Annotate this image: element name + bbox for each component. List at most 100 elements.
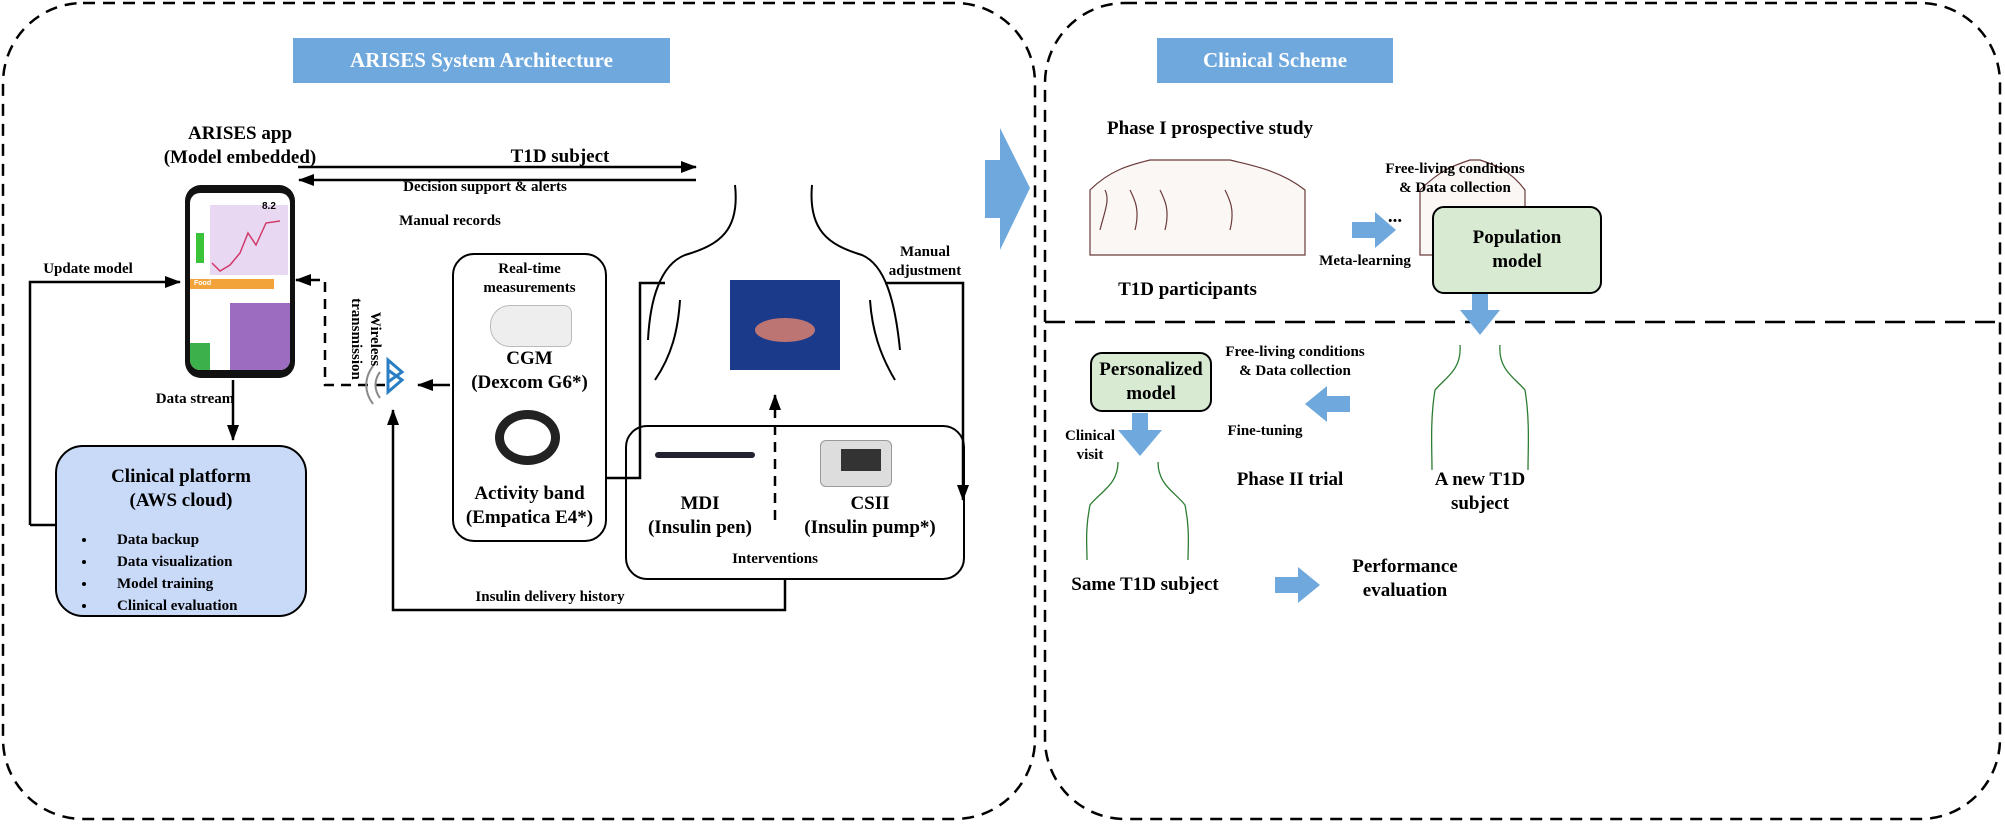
cgm-body-link [605,281,665,480]
glucose-chart [210,205,288,275]
clinical-visit-line: Clinical [1064,428,1115,444]
population-model-box: Population model [1432,206,1602,294]
cgm-line: (Dexcom G6*) [471,372,588,393]
cgm-device-image [490,305,572,347]
realtime-line: measurements [483,280,576,296]
mdi-line: (Insulin pen) [647,517,753,538]
phone-mockup: 8.2 Food [185,185,295,378]
update-model-arrow [28,276,181,525]
csii-label: CSII (Insulin pump*) [795,492,945,540]
app-label-line: ARISES app [187,123,293,144]
platform-item: Model training [97,573,305,595]
activity-band-image [495,410,560,465]
same-subject-body [1085,461,1190,561]
platform-title-line: Clinical platform [111,466,251,487]
insulin-history-arrow [387,409,787,612]
fine-tuning-arrow [1305,386,1350,422]
app-label: ARISES app (Model embedded) [150,122,330,170]
manual-adjustment-label: Manual adjustment [880,243,970,281]
t1d-subject-label: T1D subject [510,146,610,167]
clinical-region [1043,1,2002,821]
status-panel [190,343,210,370]
manual-records-label: Manual records [399,213,501,229]
architecture-title: ARISES System Architecture [293,38,670,83]
pump-screen [841,449,881,471]
free-living-line: Free-living conditions [1385,161,1525,177]
population-model-line: Population [1472,227,1562,248]
performance-line: Performance [1352,556,1458,577]
bluetooth-icon [365,356,405,405]
performance-line: evaluation [1362,580,1448,601]
insulin-pump-image [820,440,892,487]
meta-learning-arrow [1352,212,1396,248]
band-line: (Empatica E4*) [465,507,594,528]
mdi-label: MDI (Insulin pen) [640,492,760,540]
big-right-arrow [985,128,1030,250]
wireless-arrow [295,274,385,387]
meta-learning-label: Meta-learning [1319,253,1411,269]
personalized-model-line: Personalized [1099,359,1203,380]
csii-line: (Insulin pump*) [804,517,936,538]
architecture-region [1,1,1037,821]
data-stream-label: Data stream [155,391,235,407]
phase1-label: Phase I prospective study [1106,118,1314,139]
band-line: Activity band [474,483,585,504]
clinical-scheme-title: Clinical Scheme [1157,38,1393,83]
fine-tuning-label: Fine-tuning [1227,423,1303,439]
insulin-history-label: Insulin delivery history [475,589,625,605]
performance-label: Performance evaluation [1340,555,1470,603]
clinical-visit-label: Clinical visit [1060,427,1120,465]
wireless-label-line: transmission [348,298,364,380]
platform-item: Data backup [97,529,305,551]
mdi-line: MDI [680,493,720,514]
cgm-label: CGM (Dexcom G6*) [452,347,607,395]
personalized-model-line: model [1126,383,1176,404]
platform-features: Data backup Data visualization Model tra… [57,529,305,617]
food-bar[interactable]: Food [190,279,274,289]
decision-support-label: Decision support & alerts [403,179,567,195]
free-living-line: Free-living conditions [1225,344,1365,360]
clinical-visit-line: visit [1076,447,1104,463]
manual-adjustment-line: adjustment [888,263,962,279]
pancreas-organ [755,318,815,342]
new-subject-line: A new T1D [1434,469,1526,490]
population-model-line: model [1492,251,1542,272]
clinical-visit-arrow [1118,413,1162,456]
wireless-label-line: Wireless [367,311,383,367]
new-subject-body [1430,344,1530,471]
glucose-value: 8.2 [262,201,276,212]
app-label-line: (Model embedded) [163,147,317,168]
new-subject-label: A new T1D subject [1410,468,1550,516]
interventions-box [625,425,965,580]
ellipsis: ... [1387,206,1403,227]
csii-line: CSII [850,493,890,514]
free-living-line: & Data collection [1239,363,1351,379]
activity-panel [230,303,290,370]
platform-item: Clinical evaluation [97,595,305,617]
cgm-line: CGM [506,348,553,369]
platform-title: Clinical platform (AWS cloud) [57,465,305,513]
interventions-label: Interventions [732,551,818,567]
glucose-trace [196,220,281,272]
free-living-label-2: Free-living conditions & Data collection [1220,343,1370,381]
participants-label: T1D participants [1118,279,1257,300]
platform-title-line: (AWS cloud) [129,490,233,511]
activity-band-label: Activity band (Empatica E4*) [452,482,607,530]
platform-item: Data visualization [97,551,305,573]
realtime-line: Real-time [498,261,561,277]
new-subject-line: subject [1450,493,1510,514]
blue-arrows [985,128,1500,603]
same-subject-label: Same T1D subject [1071,574,1219,595]
evaluation-arrow [1275,567,1320,603]
manual-adjustment-line: Manual [899,244,950,260]
t1d-subject-body-icon [647,184,901,381]
phone-screen: 8.2 Food [190,193,290,370]
phase2-label: Phase II trial [1236,469,1344,490]
insulin-pen-image [655,452,755,458]
free-living-line: & Data collection [1399,180,1511,196]
realtime-label: Real-time measurements [452,260,607,298]
free-living-label-1: Free-living conditions & Data collection [1380,160,1530,198]
clinical-platform-box: Clinical platform (AWS cloud) Data backup… [55,445,307,617]
